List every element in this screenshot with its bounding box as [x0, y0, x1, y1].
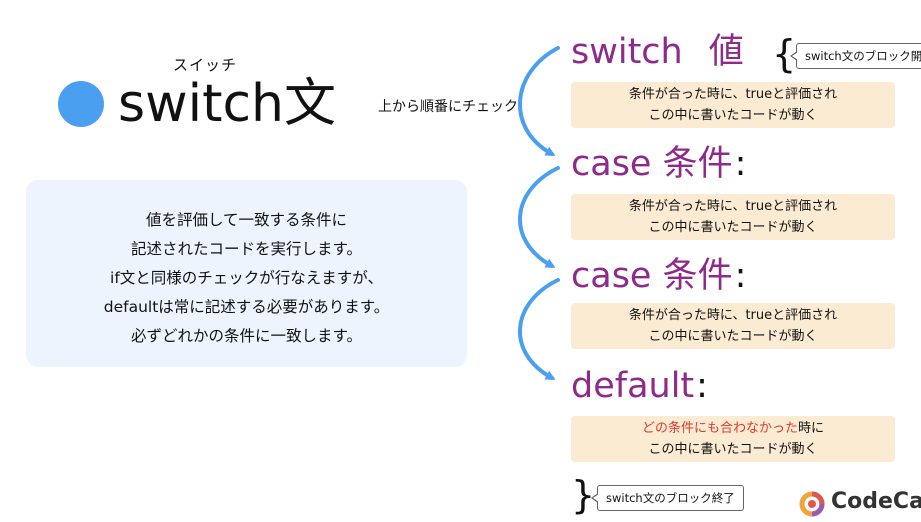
default-keyword: default: [571, 365, 708, 407]
description-line: 記述されたコードを実行します。 [131, 240, 362, 258]
note-line: 条件が合った時に、trueと評価され [628, 87, 838, 102]
block-start-callout: switch文のブロック開始 [790, 43, 921, 69]
case-keyword: case 条件: [571, 255, 746, 297]
case-note: 条件が合った時に、trueと評価され この中に書いたコードが動く [571, 303, 895, 349]
case-colon: : [734, 256, 747, 296]
default-note: どの条件にも合わなかった時に この中に書いたコードが動く [571, 416, 895, 462]
description-line: if文と同様のチェックが行なえますが、 [110, 269, 383, 287]
switch-keyword-text: switch [571, 32, 683, 72]
switch-value: 値 [708, 32, 744, 72]
description-box: 値を評価して一致する条件に 記述されたコードを実行します。 if文と同様のチェッ… [26, 180, 467, 367]
arrow-case2-to-default [517, 278, 560, 380]
case-note: 条件が合った時に、trueと評価され この中に書いたコードが動く [571, 194, 895, 240]
note-line: この中に書いたコードが動く [648, 108, 818, 123]
case-keyword-text: case 条件 [571, 256, 733, 296]
note-line: この中に書いたコードが動く [648, 329, 818, 344]
default-colon: : [696, 366, 708, 406]
description-line: 必ずどれかの条件に一致します。 [131, 327, 362, 345]
flow-label: 上から順番にチェック [378, 99, 518, 115]
note-line: どの条件にも合わなかった時に [571, 418, 895, 439]
case-keyword: case 条件: [571, 143, 746, 185]
title-ruby: スイッチ [173, 56, 238, 74]
note-highlight: どの条件にも合わなかった [641, 421, 798, 436]
case-colon: : [734, 144, 747, 184]
title-bullet-icon [58, 81, 104, 127]
page-title: switch文 [118, 74, 337, 134]
note-line: 条件が合った時に、trueと評価され [628, 199, 838, 214]
codecamp-logo-icon [799, 491, 825, 517]
block-end-callout: switch文のブロック終了 [591, 485, 744, 511]
switch-keyword: switch 値 [571, 31, 744, 73]
description-line: defaultは常に記述する必要があります。 [103, 298, 390, 316]
case-keyword-text: case 条件 [571, 144, 733, 184]
note-line: 条件が合った時に、trueと評価され [628, 308, 838, 323]
codecamp-logo-text: CodeCamp [831, 489, 921, 514]
note-rest: 時に [798, 421, 825, 436]
note-line: この中に書いたコードが動く [648, 442, 818, 457]
switch-note: 条件が合った時に、trueと評価され この中に書いたコードが動く [571, 82, 895, 128]
arrow-case1-to-case2 [517, 166, 560, 268]
note-line: この中に書いたコードが動く [648, 220, 818, 235]
description-line: 値を評価して一致する条件に [145, 211, 348, 229]
default-keyword-text: default [571, 366, 695, 406]
arrow-switch-to-case1 [517, 46, 560, 156]
